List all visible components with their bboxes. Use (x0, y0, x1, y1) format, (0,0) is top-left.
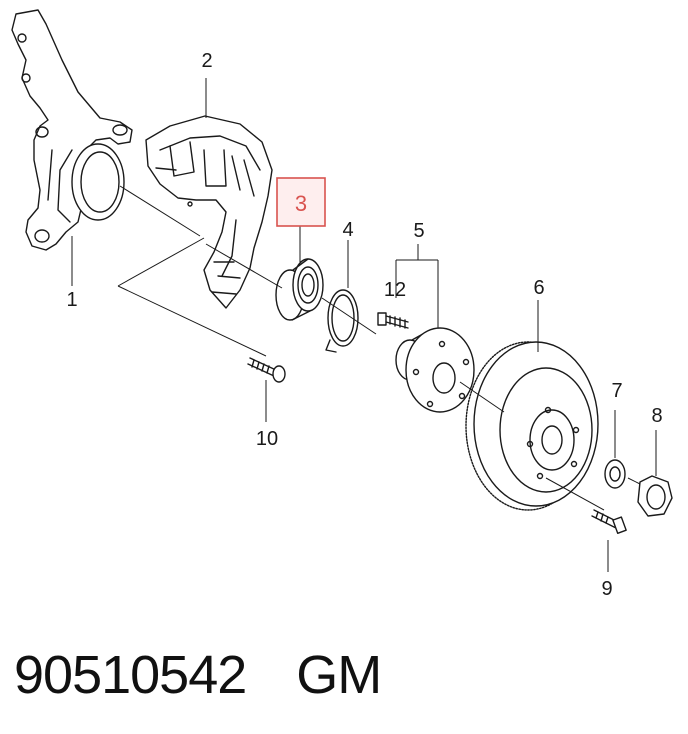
part-number: 90510542 (14, 645, 247, 705)
snap-ring-part (325, 289, 359, 353)
callout-4: 4 (342, 219, 353, 241)
callout-1: 1 (66, 289, 77, 311)
callout-7: 7 (611, 380, 622, 402)
hub-nut-part (637, 475, 673, 517)
callout-5: 5 (413, 220, 424, 242)
callout-2: 2 (201, 50, 212, 72)
leader-lines (71, 78, 657, 572)
steering-knuckle-part (11, 9, 133, 251)
callout-9: 9 (601, 578, 612, 600)
part-number-footer: 90510542 GM (14, 640, 382, 710)
callout-labels: 1 2 3 4 5 6 7 8 9 10 12 (66, 50, 662, 600)
highlight-box (276, 177, 326, 227)
shield-bolt-part (247, 357, 286, 383)
callout-8: 8 (651, 405, 662, 427)
wheel-hub-part (395, 327, 475, 413)
exploded-parts-diagram: 1 2 3 4 5 6 7 8 9 10 12 (11, 9, 673, 600)
brand-name: GM (296, 645, 382, 705)
callout-3: 3 (295, 191, 307, 216)
brake-disc-part (465, 341, 599, 511)
disc-screw-part (591, 509, 627, 534)
washer-part (604, 459, 626, 489)
splash-shield-part (145, 115, 273, 309)
callout-6: 6 (533, 277, 544, 299)
hub-bolt-part (377, 312, 409, 329)
wheel-bearing-part (275, 258, 324, 321)
callout-10: 10 (256, 428, 278, 450)
callout-12: 12 (384, 279, 406, 301)
